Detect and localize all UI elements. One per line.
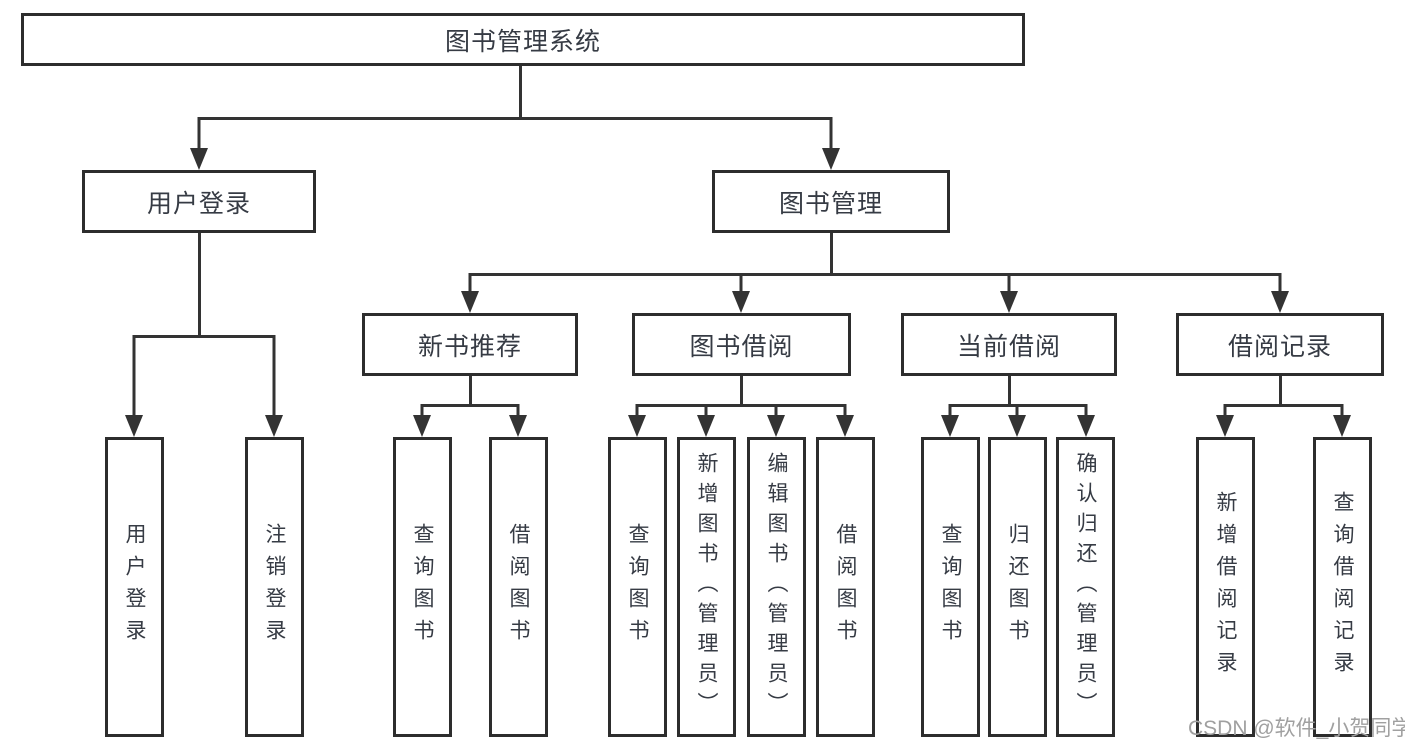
arrow-down-icon [509, 404, 527, 437]
arrow-down-icon [190, 117, 208, 170]
leaf-label: 查询图书 [626, 523, 649, 651]
leaf-confirm-return-admin: 确认归还（管理员） [1056, 437, 1115, 737]
arrow-down-icon [1271, 273, 1289, 313]
arrow-down-icon [767, 404, 785, 437]
leaf-borrow-books-2: 借阅图书 [816, 437, 875, 737]
node-book-borrow: 图书借阅 [632, 313, 851, 376]
connector-line [470, 273, 1280, 276]
connector-line [740, 376, 743, 406]
connector-line [198, 117, 832, 120]
node-book-management: 图书管理 [712, 170, 950, 233]
leaf-label: 查询图书 [411, 523, 434, 651]
node-user-login: 用户登录 [82, 170, 316, 233]
node-label: 当前借阅 [956, 332, 1061, 361]
connector-line [134, 335, 274, 338]
arrow-down-icon [1000, 273, 1018, 313]
leaf-label: 查询借阅记录 [1331, 491, 1354, 683]
node-label: 用户登录 [146, 189, 251, 218]
leaf-label: 查询图书 [939, 523, 962, 651]
arrow-down-icon [413, 404, 431, 437]
leaf-label: 确认归还（管理员） [1074, 452, 1097, 722]
arrow-down-icon [822, 117, 840, 170]
node-label: 借阅记录 [1227, 332, 1332, 361]
connector-line [469, 376, 472, 406]
node-label: 图书管理系统 [444, 27, 601, 56]
arrow-down-icon [1216, 404, 1234, 437]
arrow-down-icon [697, 404, 715, 437]
leaf-user-login: 用户登录 [105, 437, 164, 737]
leaf-label: 借阅图书 [834, 523, 857, 651]
leaf-query-borrow-record: 查询借阅记录 [1313, 437, 1372, 737]
leaf-label: 注销登录 [263, 523, 286, 651]
connector-line [1008, 376, 1011, 406]
node-label: 新书推荐 [417, 332, 522, 361]
arrow-down-icon [732, 273, 750, 313]
leaf-query-books: 查询图书 [393, 437, 452, 737]
node-label: 图书借阅 [689, 332, 794, 361]
node-new-book-recommend: 新书推荐 [362, 313, 578, 376]
connector-line [830, 233, 833, 274]
arrow-down-icon [1333, 404, 1351, 437]
arrow-down-icon [628, 404, 646, 437]
arrow-down-icon [941, 404, 959, 437]
connector-line [637, 404, 845, 407]
node-current-borrow: 当前借阅 [901, 313, 1117, 376]
node-system-root: 图书管理系统 [21, 13, 1025, 66]
leaf-add-borrow-record: 新增借阅记录 [1196, 437, 1255, 737]
leaf-borrow-books: 借阅图书 [489, 437, 548, 737]
leaf-label: 用户登录 [123, 523, 146, 651]
node-label: 图书管理 [778, 189, 883, 218]
arrow-down-icon [125, 335, 143, 437]
connector-line [519, 66, 522, 118]
connector-line [422, 404, 518, 407]
leaf-label: 新增图书（管理员） [695, 452, 718, 722]
connector-line [198, 233, 201, 338]
leaf-label: 借阅图书 [507, 523, 530, 651]
leaf-logout: 注销登录 [245, 437, 304, 737]
leaf-edit-books-admin: 编辑图书（管理员） [747, 437, 806, 737]
leaf-return-books: 归还图书 [988, 437, 1047, 737]
leaf-label: 编辑图书（管理员） [765, 452, 788, 722]
leaf-label: 新增借阅记录 [1214, 491, 1237, 683]
arrow-down-icon [265, 335, 283, 437]
node-borrow-records: 借阅记录 [1176, 313, 1384, 376]
leaf-query-books-2: 查询图书 [608, 437, 667, 737]
leaf-query-books-3: 查询图书 [921, 437, 980, 737]
connector-line [1279, 376, 1282, 406]
leaf-add-books-admin: 新增图书（管理员） [677, 437, 736, 737]
leaf-label: 归还图书 [1006, 523, 1029, 651]
arrow-down-icon [461, 273, 479, 313]
watermark-text: CSDN @软件_小贺同学 [1188, 717, 1405, 740]
connector-line [1225, 404, 1342, 407]
arrow-down-icon [836, 404, 854, 437]
arrow-down-icon [1077, 404, 1095, 437]
arrow-down-icon [1008, 404, 1026, 437]
